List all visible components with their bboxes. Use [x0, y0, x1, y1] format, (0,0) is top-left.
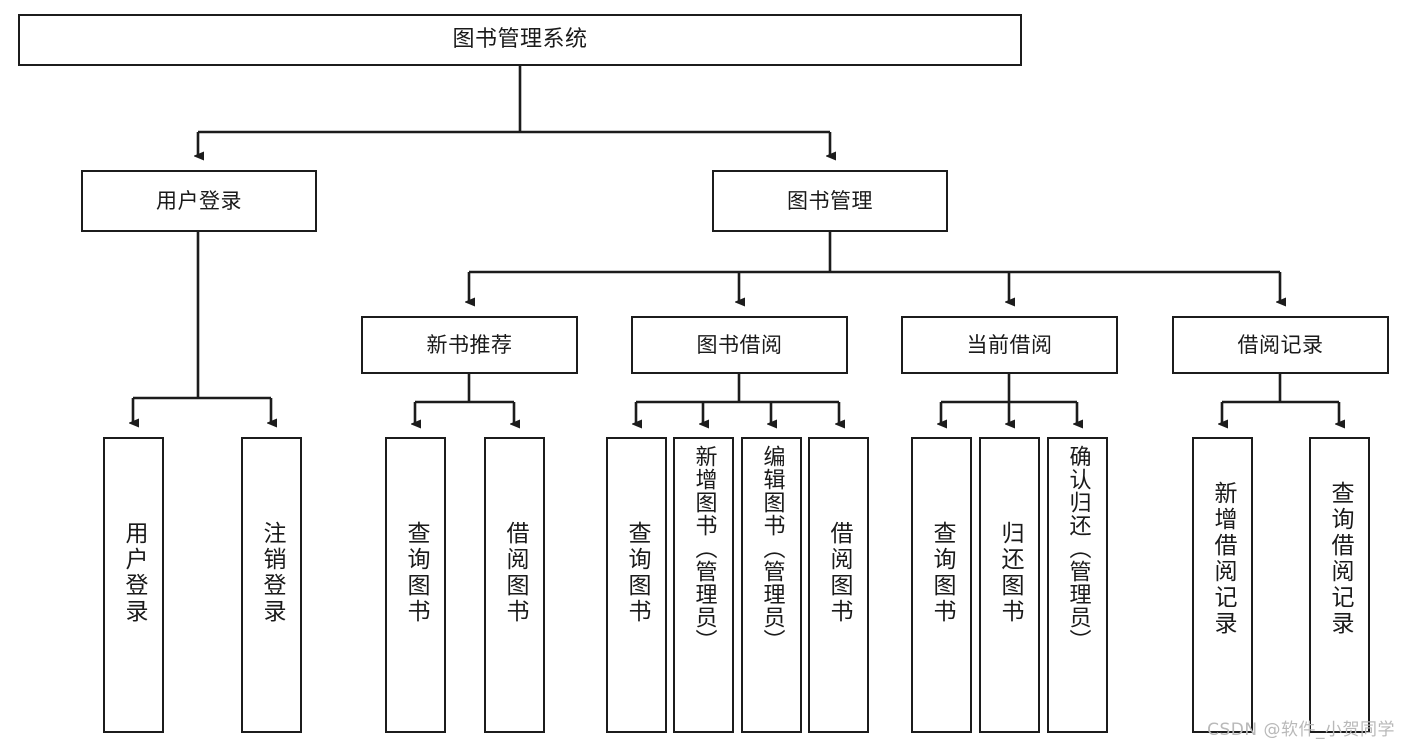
node-label: 查询图书	[403, 521, 429, 625]
node-label: 借阅图书	[502, 521, 528, 625]
leaf-add-borrow-record[interactable]: 新增借阅记录	[1192, 437, 1253, 733]
node-label: 新书推荐	[426, 332, 513, 357]
node-label: 编辑图书（管理员）	[759, 445, 785, 652]
node-label: 注销登录	[259, 521, 285, 625]
leaf-user-login[interactable]: 用户登录	[103, 437, 164, 733]
leaf-edit-book-admin[interactable]: 编辑图书（管理员）	[741, 437, 802, 733]
leaf-query-book-recommend[interactable]: 查询图书	[385, 437, 446, 733]
node-label: 借阅图书	[826, 521, 852, 625]
node-book-borrow[interactable]: 图书借阅	[631, 316, 848, 374]
node-label: 新增借阅记录	[1210, 481, 1236, 637]
leaf-borrow-book-recommend[interactable]: 借阅图书	[484, 437, 545, 733]
node-label: 图书借阅	[696, 332, 783, 357]
node-label: 用户登录	[156, 188, 242, 213]
node-current-borrow[interactable]: 当前借阅	[901, 316, 1118, 374]
node-root-system[interactable]: 图书管理系统	[18, 14, 1022, 66]
node-label: 确认归还（管理员）	[1065, 445, 1091, 652]
node-label: 新增图书（管理员）	[691, 445, 717, 652]
node-new-book-recommend[interactable]: 新书推荐	[361, 316, 578, 374]
leaf-add-book-admin[interactable]: 新增图书（管理员）	[673, 437, 734, 733]
watermark-text: CSDN @软件_小贺同学	[1207, 720, 1395, 740]
node-label: 图书管理	[787, 188, 873, 213]
node-label: 用户登录	[121, 521, 147, 625]
node-book-management[interactable]: 图书管理	[712, 170, 948, 232]
node-label: 查询图书	[624, 521, 650, 625]
leaf-borrow-book[interactable]: 借阅图书	[808, 437, 869, 733]
leaf-query-borrow-record[interactable]: 查询借阅记录	[1309, 437, 1370, 733]
node-user-login[interactable]: 用户登录	[81, 170, 317, 232]
leaf-confirm-return-admin[interactable]: 确认归还（管理员）	[1047, 437, 1108, 733]
node-label: 查询借阅记录	[1327, 481, 1353, 637]
leaf-query-book-borrow[interactable]: 查询图书	[606, 437, 667, 733]
leaf-query-book-current[interactable]: 查询图书	[911, 437, 972, 733]
node-label: 当前借阅	[966, 332, 1053, 357]
node-label: 借阅记录	[1237, 332, 1324, 357]
leaf-return-book[interactable]: 归还图书	[979, 437, 1040, 733]
node-label: 归还图书	[997, 521, 1023, 625]
node-label: 图书管理系统	[452, 27, 588, 53]
node-label: 查询图书	[929, 521, 955, 625]
leaf-user-logout[interactable]: 注销登录	[241, 437, 302, 733]
node-borrow-record[interactable]: 借阅记录	[1172, 316, 1389, 374]
